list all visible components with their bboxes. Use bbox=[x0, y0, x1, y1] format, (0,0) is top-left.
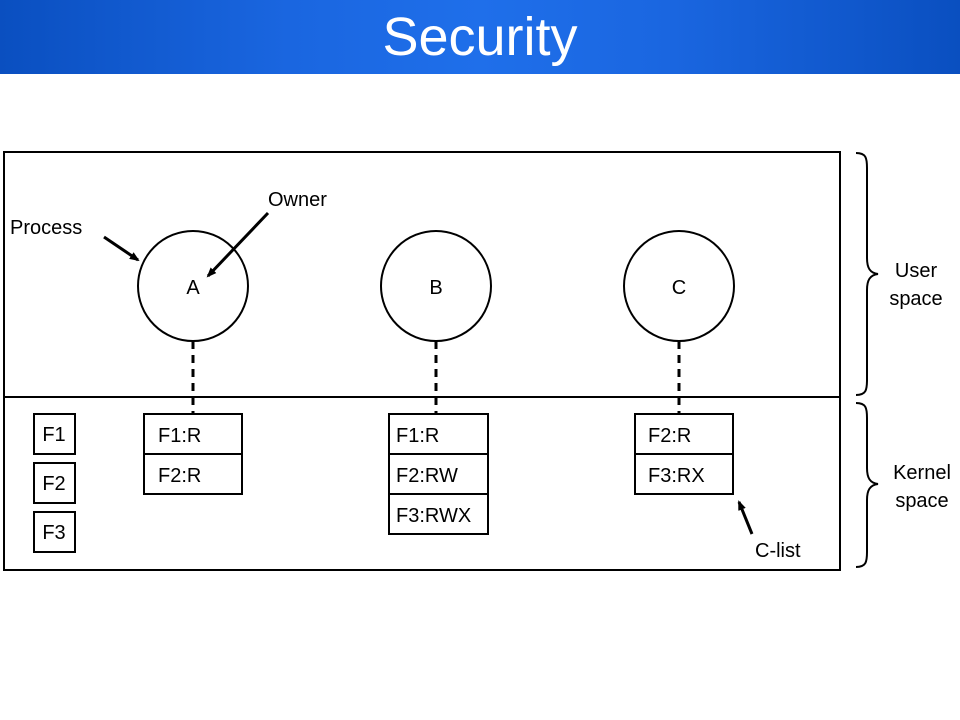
clist-a-row-2 bbox=[143, 453, 243, 495]
system-frame bbox=[3, 151, 841, 571]
clist-c-entry-2: F3:RX bbox=[648, 465, 705, 487]
owner-arrow bbox=[206, 211, 270, 278]
file-box-f3 bbox=[33, 511, 76, 553]
owner-annotation: Owner bbox=[268, 189, 327, 211]
process-label-c: C bbox=[672, 277, 686, 299]
clist-c-row-2 bbox=[634, 453, 734, 495]
clist-b-entry-1: F1:R bbox=[396, 425, 439, 447]
kernel-space-label-line1: Kernel bbox=[893, 462, 951, 484]
process-annotation: Process bbox=[10, 217, 82, 239]
title-bar bbox=[0, 0, 960, 74]
process-label-b: B bbox=[429, 277, 442, 299]
user-space-brace bbox=[855, 152, 879, 396]
page-title: Security bbox=[382, 7, 578, 67]
file-label-f3: F3 bbox=[42, 522, 65, 544]
clist-annotation: C-list bbox=[755, 540, 801, 562]
file-box-f2 bbox=[33, 462, 76, 504]
file-label-f1: F1 bbox=[42, 424, 65, 446]
user-space-label-line2: space bbox=[889, 288, 942, 310]
clist-a-entry-1: F1:R bbox=[158, 425, 201, 447]
file-label-f2: F2 bbox=[42, 473, 65, 495]
clist-b-row-3 bbox=[388, 493, 489, 535]
kernel-space-label-line2: space bbox=[895, 490, 948, 512]
clist-b-entry-3: F3:RWX bbox=[396, 505, 471, 527]
file-box-f1 bbox=[33, 413, 76, 455]
clist-a-entry-2: F2:R bbox=[158, 465, 201, 487]
process-label-a: A bbox=[186, 277, 200, 299]
clist-arrow bbox=[737, 500, 754, 535]
process-arrow bbox=[103, 235, 140, 262]
user-space-label-line1: User bbox=[895, 260, 938, 282]
kernel-space-brace bbox=[855, 402, 879, 568]
clist-b-entry-2: F2:RW bbox=[396, 465, 458, 487]
clist-c-entry-1: F2:R bbox=[648, 425, 691, 447]
